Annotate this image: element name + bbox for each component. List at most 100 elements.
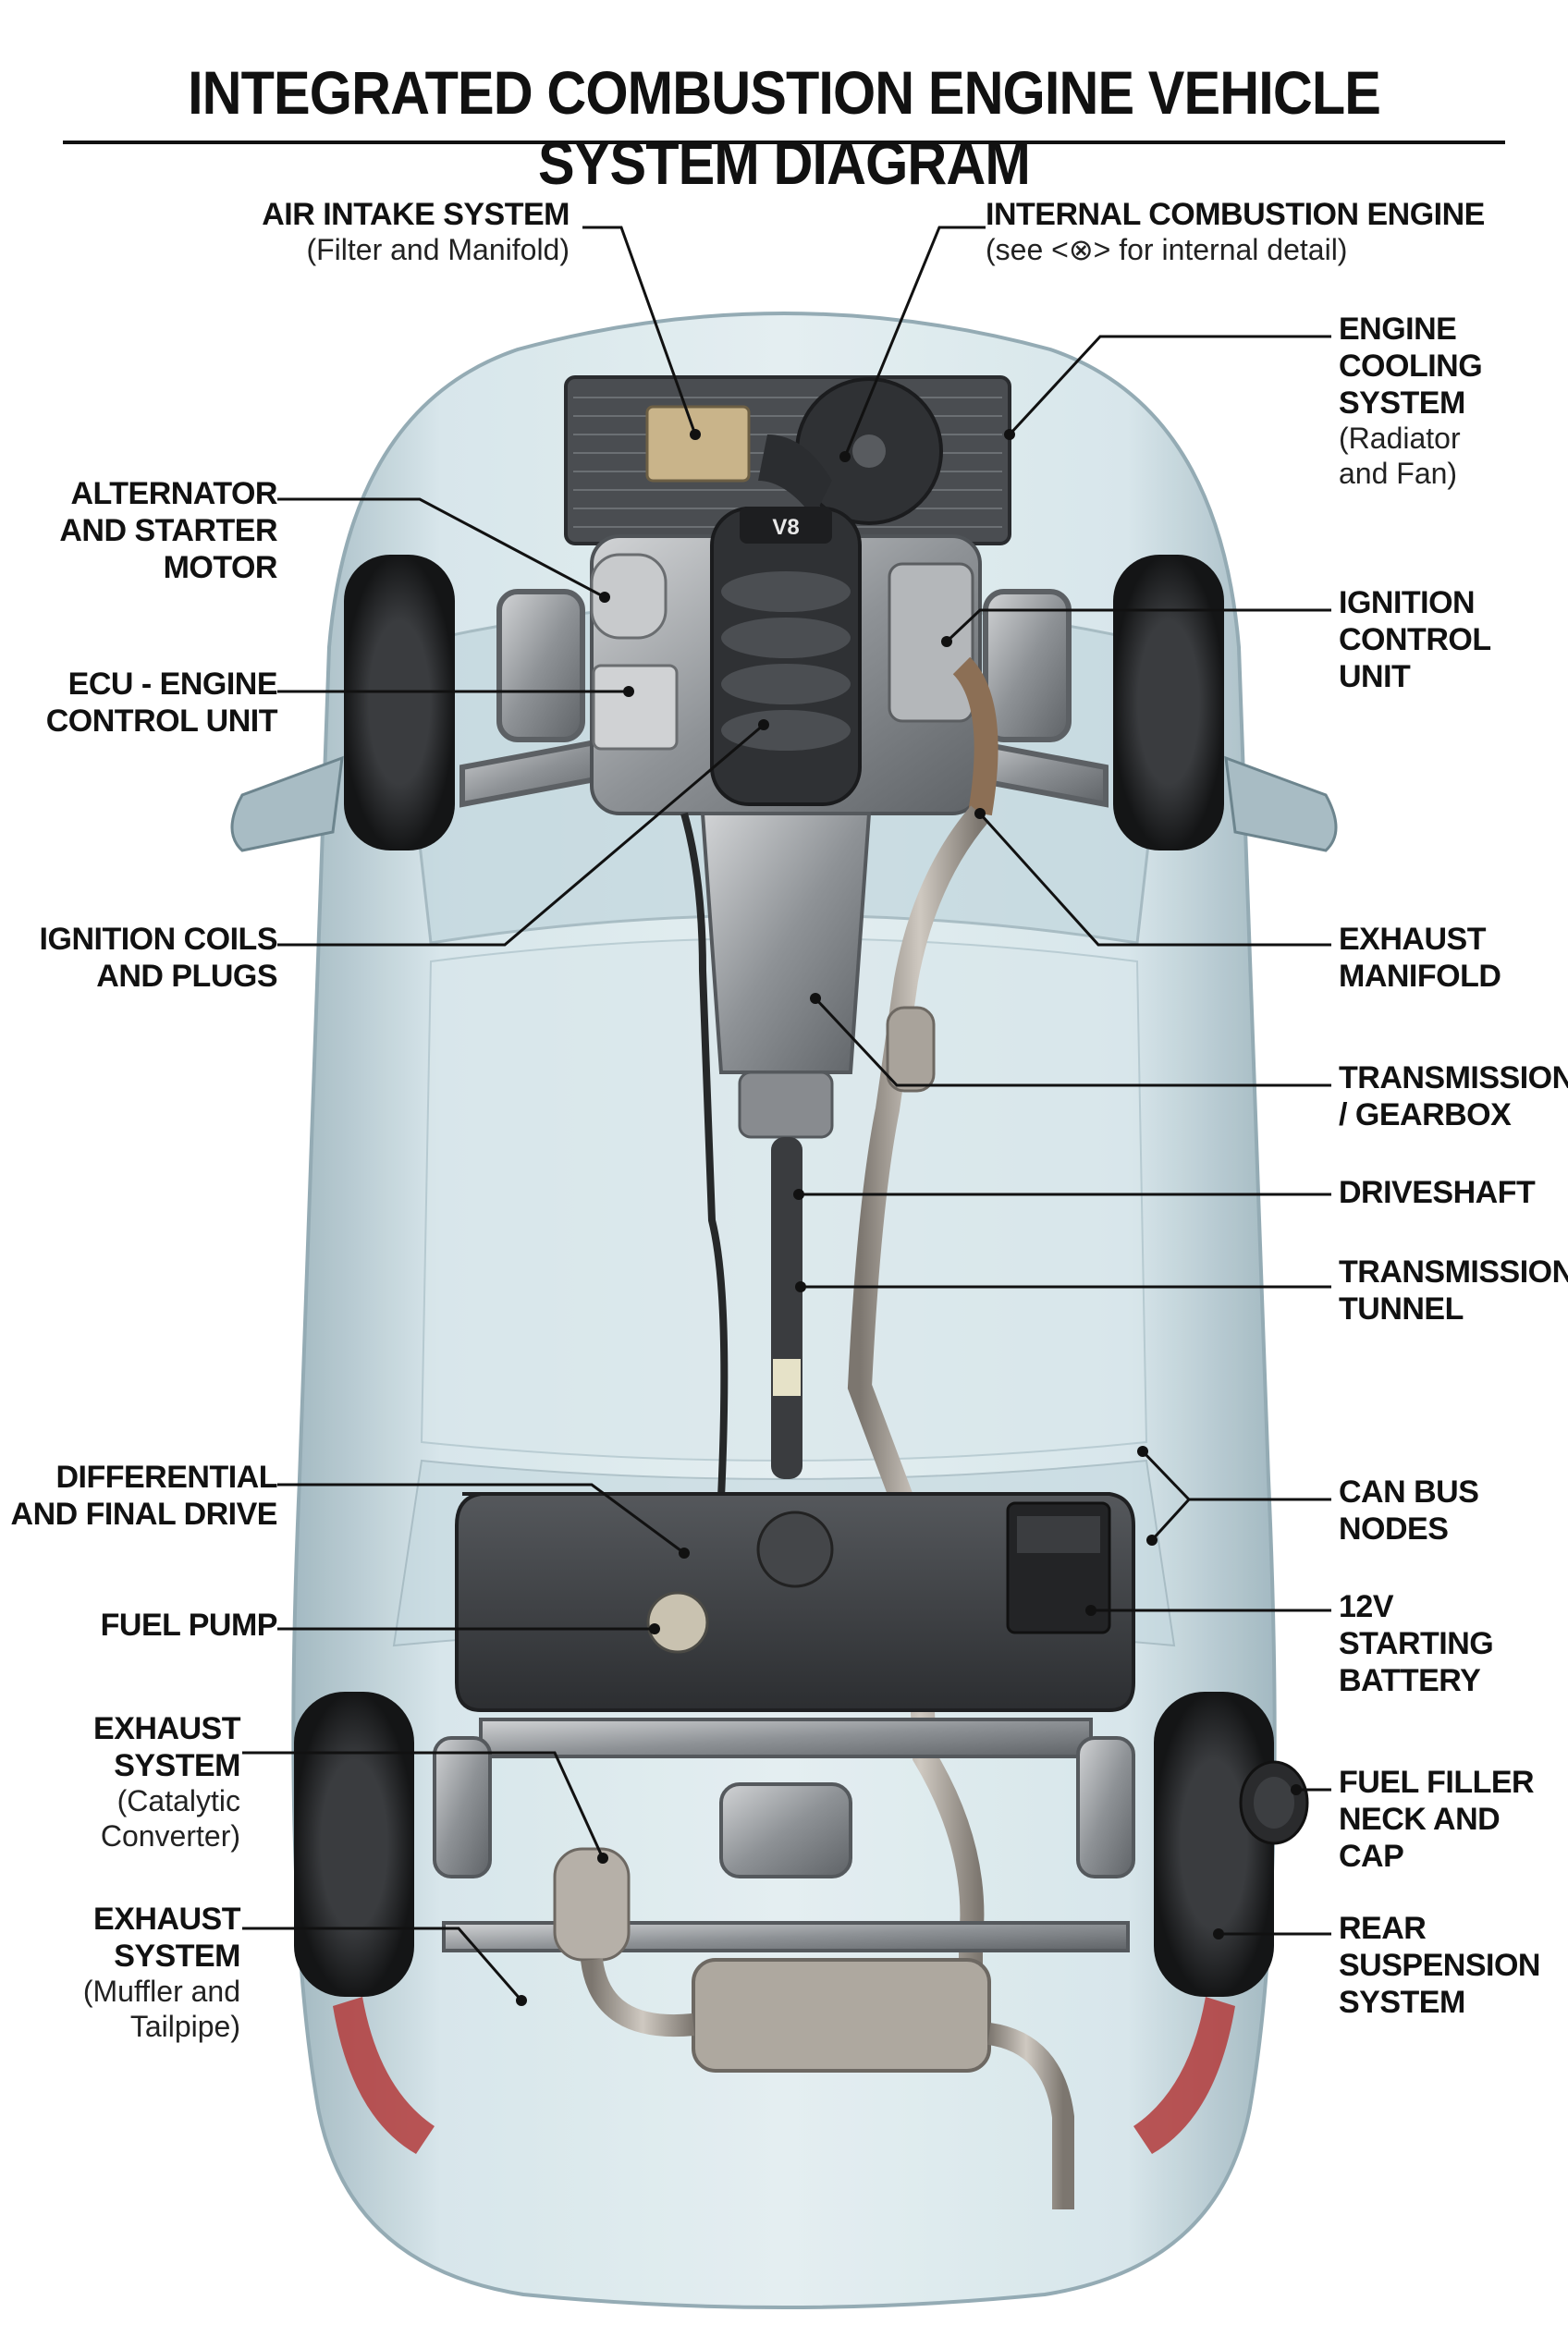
label-battery-1: 12V — [1339, 1589, 1394, 1624]
leader-engine — [843, 226, 986, 458]
label-ignition-control-2: CONTROL — [1339, 622, 1491, 658]
label-engine-title: INTERNAL COMBUSTION ENGINE — [986, 197, 1485, 232]
rear-resonator — [553, 1847, 631, 1962]
label-tunnel-2: TUNNEL — [1339, 1291, 1464, 1328]
label-air-intake: AIR INTAKE SYSTEM (Filter and Manifold) — [262, 196, 570, 268]
label-battery-3: BATTERY — [1339, 1663, 1481, 1699]
ecu — [592, 664, 679, 751]
front-left-tire — [344, 555, 455, 850]
label-ecu-1: ECU - ENGINE — [67, 667, 278, 702]
rear-differential — [719, 1782, 852, 1878]
front-right-tire — [1113, 555, 1224, 850]
rear-right-shock — [1076, 1736, 1135, 1878]
label-filler-2: NECK AND CAP — [1339, 1802, 1501, 1875]
label-cooling-3: SYSTEM — [1339, 385, 1465, 422]
right-taillight — [1133, 1997, 1235, 2154]
label-battery: 12V STARTING BATTERY — [1339, 1588, 1494, 1699]
fuel-filler — [1239, 1760, 1309, 1845]
leader-can-bus-b — [1150, 1498, 1191, 1542]
alternator — [590, 553, 668, 640]
label-rear-suspension-1: REAR — [1339, 1911, 1427, 1946]
right-mirror — [1224, 755, 1338, 852]
label-exhaust-muffler-4: Tailpipe) — [129, 2009, 240, 2043]
label-rear-suspension: REAR SUSPENSION SYSTEM — [1339, 1910, 1540, 2021]
label-ecu-2: CONTROL UNIT — [45, 704, 278, 740]
driveshaft-label-band — [773, 1359, 801, 1396]
label-driveshaft: DRIVESHAFT — [1339, 1174, 1536, 1211]
label-alternator-2: AND STARTER — [59, 513, 277, 549]
engine-badge: V8 — [772, 515, 799, 540]
leader-air-intake — [582, 226, 697, 435]
left-mirror — [230, 755, 344, 852]
fuel-line — [680, 812, 729, 1499]
label-tunnel: TRANSMISSION TUNNEL — [1339, 1254, 1568, 1328]
label-cooling-1: ENGINE — [1339, 312, 1457, 347]
label-can-bus: CAN BUS NODES — [1339, 1474, 1479, 1548]
rear-left-shock — [433, 1736, 492, 1878]
label-ignition-coils: IGNITION COILS AND PLUGS — [39, 921, 278, 995]
label-exhaust-cat: EXHAUST SYSTEM (Catalytic Converter) — [93, 1710, 240, 1854]
label-differential: DIFFERENTIAL AND FINAL DRIVE — [10, 1459, 278, 1533]
tailpipe — [986, 2023, 1074, 2209]
label-exhaust-muffler: EXHAUST SYSTEM (Muffler and Tailpipe) — [82, 1901, 241, 2045]
label-can-bus-1: CAN BUS — [1339, 1474, 1479, 1510]
fuel-sender — [756, 1511, 834, 1588]
ignition-control-unit — [888, 562, 974, 723]
label-exhaust-manifold: EXHAUST MANIFOLD — [1339, 921, 1501, 995]
label-differential-1: DIFFERENTIAL — [55, 1460, 277, 1495]
muffler — [692, 1958, 991, 2073]
label-rear-suspension-2: SUSPENSION — [1339, 1948, 1540, 1984]
rear-right-tire — [1154, 1692, 1274, 1997]
label-fuel-pump-1: FUEL PUMP — [100, 1608, 278, 1643]
label-exhaust-manifold-2: MANIFOLD — [1339, 959, 1501, 995]
leader-dots — [516, 429, 1302, 2006]
label-filler-1: FUEL FILLER — [1339, 1765, 1535, 1800]
fuel-pump — [646, 1591, 709, 1654]
page-title: INTEGRATED COMBUSTION ENGINE VEHICLE SYS… — [188, 58, 1381, 197]
label-cooling-4: (Radiator — [1339, 422, 1461, 456]
leader-ignition-control — [945, 608, 1331, 643]
label-air-intake-sub: (Filter and Manifold) — [306, 233, 570, 267]
label-ignition-control-3: UNIT — [1339, 659, 1411, 695]
leader-alternator — [277, 497, 606, 599]
label-ignition-coils-2: AND PLUGS — [96, 959, 277, 995]
label-alternator-1: ALTERNATOR — [70, 476, 277, 511]
leader-transmission — [814, 997, 1331, 1087]
label-transmission: TRANSMISSION / GEARBOX — [1339, 1059, 1568, 1133]
leader-lines — [242, 226, 1331, 2001]
leader-exhaust-manifold — [978, 812, 1331, 947]
label-engine: INTERNAL COMBUSTION ENGINE (see <⊗> for … — [986, 196, 1485, 268]
label-exhaust-muffler-1: EXHAUST — [93, 1902, 240, 1937]
label-transmission-1: TRANSMISSION — [1339, 1060, 1568, 1095]
label-alternator: ALTERNATOR AND STARTER MOTOR — [59, 475, 277, 586]
label-cooling-2: COOLING — [1339, 349, 1483, 385]
fuel-tank — [455, 1492, 1135, 1712]
label-alternator-3: MOTOR — [163, 550, 278, 586]
driveshaft — [771, 1137, 802, 1479]
label-differential-2: AND FINAL DRIVE — [10, 1497, 278, 1533]
label-exhaust-cat-2: SYSTEM — [114, 1748, 240, 1784]
radiator-assembly — [564, 375, 1011, 545]
label-driveshaft-1: DRIVESHAFT — [1339, 1175, 1536, 1210]
label-exhaust-manifold-1: EXHAUST — [1339, 922, 1486, 957]
label-filler: FUEL FILLER NECK AND CAP — [1339, 1764, 1568, 1875]
label-exhaust-cat-1: EXHAUST — [93, 1711, 240, 1746]
exhaust-manifold-pipe — [952, 656, 998, 816]
muffler-assembly — [553, 1847, 1074, 2209]
label-cooling: ENGINE COOLING SYSTEM (Radiator and Fan) — [1339, 311, 1483, 492]
label-tunnel-1: TRANSMISSION — [1339, 1254, 1568, 1290]
wheels — [294, 555, 1274, 1997]
front-catalytic-converter — [886, 1006, 936, 1093]
label-ignition-control: IGNITION CONTROL UNIT — [1339, 584, 1491, 695]
label-ignition-control-1: IGNITION — [1339, 585, 1476, 620]
leader-ignition-coils — [277, 723, 765, 947]
label-fuel-pump: FUEL PUMP — [100, 1607, 278, 1644]
label-cooling-5: and Fan) — [1339, 457, 1458, 491]
label-ignition-coils-1: IGNITION COILS — [39, 922, 278, 957]
label-exhaust-muffler-3: (Muffler and — [82, 1975, 240, 2009]
left-taillight — [333, 1997, 435, 2154]
rear-left-tire — [294, 1692, 414, 1997]
label-air-intake-title: AIR INTAKE SYSTEM — [262, 197, 570, 232]
label-can-bus-2: NODES — [1339, 1511, 1449, 1548]
